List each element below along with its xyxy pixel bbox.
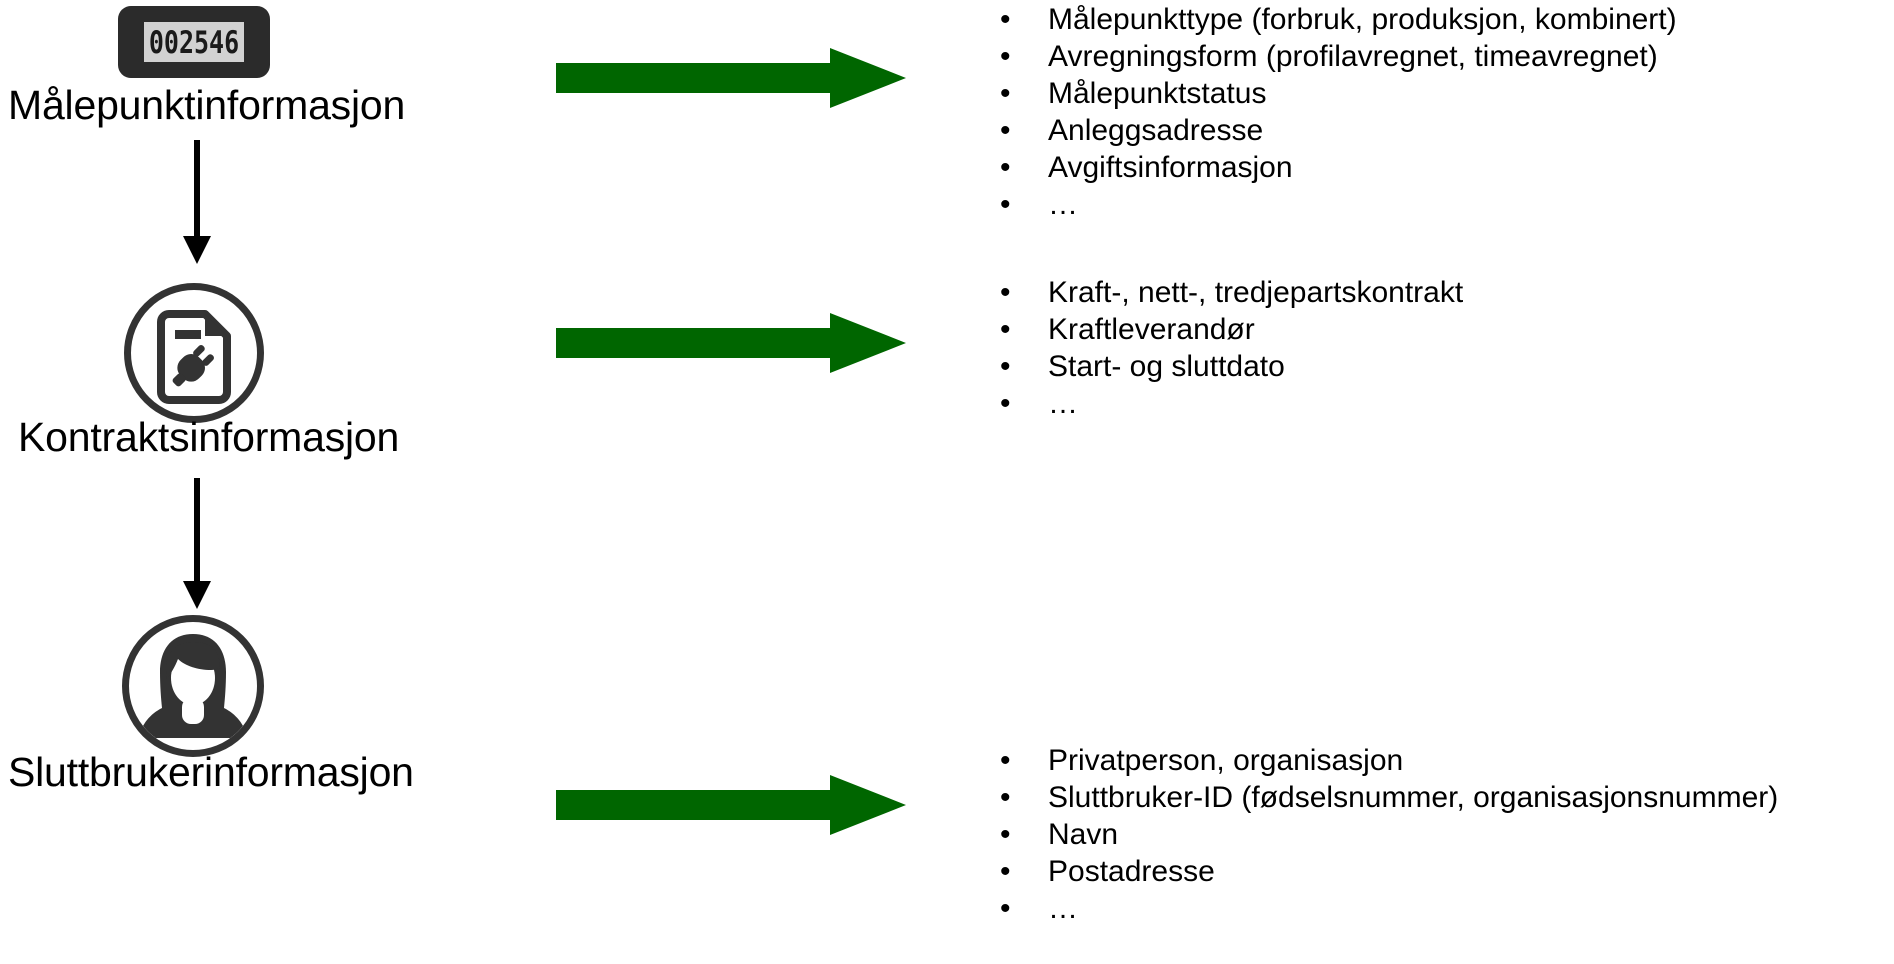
stage-label-kontraktsinformasjon: Kontraktsinformasjon [18, 414, 400, 460]
bullet-list-sluttbrukerinformasjon: • Privatperson, organisasjon • Sluttbruk… [1000, 742, 1778, 927]
list-item-label: … [1048, 387, 1078, 420]
list-item: • Privatperson, organisasjon [1000, 742, 1778, 779]
list-item: • Målepunktstatus [1000, 75, 1677, 112]
bullet-marker-icon: • [1000, 387, 1011, 420]
list-item-label: Sluttbruker-ID (fødselsnummer, organisas… [1048, 781, 1779, 814]
list-item-label: Avregningsform (profilavregnet, timeavre… [1048, 40, 1658, 73]
meter-reading-value: 002546 [148, 23, 240, 61]
list-item: • Start- og sluttdato [1000, 348, 1463, 385]
bullet-marker-icon: • [1000, 781, 1011, 814]
bullet-marker-icon: • [1000, 114, 1011, 147]
list-item-label: Privatperson, organisasjon [1048, 744, 1404, 777]
bullet-list-malepunktinformasjon: • Målepunkttype (forbruk, produksjon, ko… [1000, 1, 1677, 223]
list-item: • Kraft-, nett-, tredjepartskontrakt [1000, 274, 1463, 311]
green-arrow-right-2 [556, 313, 906, 373]
list-item: • Navn [1000, 816, 1778, 853]
list-item-label: … [1048, 188, 1078, 221]
bullet-marker-icon: • [1000, 892, 1011, 925]
stage-label-sluttbrukerinformasjon: Sluttbrukerinformasjon [8, 749, 414, 795]
connector-arrow-down-1 [183, 140, 211, 264]
list-item: • Postadresse [1000, 853, 1778, 890]
list-item: • Avgiftsinformasjon [1000, 149, 1677, 186]
connector-arrow-down-2 [183, 478, 211, 609]
list-item-label: Kraft-, nett-, tredjepartskontrakt [1048, 276, 1464, 309]
bullet-marker-icon: • [1000, 350, 1011, 383]
list-item: • … [1000, 890, 1778, 927]
list-item-label: Start- og sluttdato [1048, 350, 1285, 383]
bullet-marker-icon: • [1000, 77, 1011, 110]
list-item-label: Navn [1048, 818, 1119, 851]
bullet-list-kontraktsinformasjon: • Kraft-, nett-, tredjepartskontrakt • K… [1000, 274, 1463, 422]
contract-document-plug-icon [124, 283, 264, 423]
bullet-marker-icon: • [1000, 313, 1011, 346]
bullet-marker-icon: • [1000, 744, 1011, 777]
person-avatar-icon [122, 615, 264, 757]
green-arrow-right-1 [556, 48, 906, 108]
list-item-label: Avgiftsinformasjon [1048, 151, 1293, 184]
bullet-marker-icon: • [1000, 40, 1011, 73]
list-item: • Anleggsadresse [1000, 112, 1677, 149]
bullet-marker-icon: • [1000, 818, 1011, 851]
list-item-label: Målepunkttype (forbruk, produksjon, komb… [1048, 3, 1677, 36]
list-item-label: … [1048, 892, 1078, 925]
list-item: • Kraftleverandør [1000, 311, 1463, 348]
list-item-label: Postadresse [1048, 855, 1215, 888]
bullet-marker-icon: • [1000, 3, 1011, 36]
bullet-marker-icon: • [1000, 151, 1011, 184]
electricity-meter-icon: 002546 [118, 6, 270, 78]
list-item: • Målepunkttype (forbruk, produksjon, ko… [1000, 1, 1677, 38]
stage-label-malepunktinformasjon: Målepunktinformasjon [8, 82, 406, 128]
list-item: • Sluttbruker-ID (fødselsnummer, organis… [1000, 779, 1778, 816]
list-item-label: Målepunktstatus [1048, 77, 1267, 110]
meter-display-screen: 002546 [144, 22, 244, 62]
list-item-label: Kraftleverandør [1048, 313, 1255, 346]
list-item-label: Anleggsadresse [1048, 114, 1264, 147]
bullet-marker-icon: • [1000, 276, 1011, 309]
bullet-marker-icon: • [1000, 188, 1011, 221]
list-item: • Avregningsform (profilavregnet, timeav… [1000, 38, 1677, 75]
bullet-marker-icon: • [1000, 855, 1011, 888]
list-item: • … [1000, 186, 1677, 223]
list-item: • … [1000, 385, 1463, 422]
green-arrow-right-3 [556, 775, 906, 835]
